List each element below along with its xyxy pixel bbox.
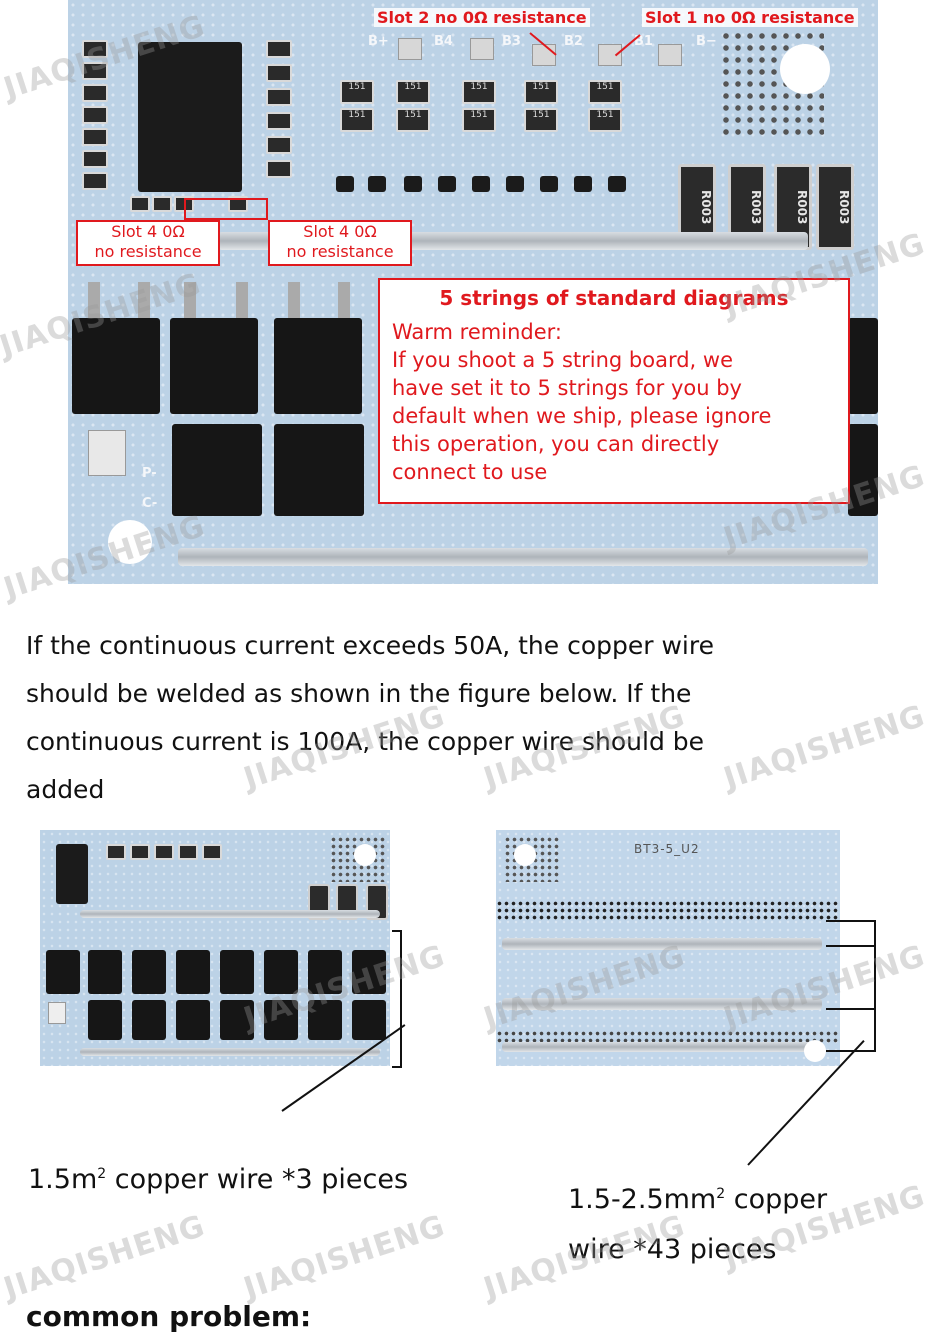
- silk-b2: B2: [564, 34, 583, 49]
- silk-b3: B3: [502, 34, 521, 49]
- slot4-right-label: Slot 4 0Ω no resistance: [268, 220, 412, 266]
- smd-resistor: 151: [396, 108, 430, 132]
- slot2-label: Slot 2 no 0Ω resistance: [374, 8, 590, 27]
- note-body: Warm reminder: If you shoot a 5 string b…: [392, 320, 772, 484]
- smd-resistor: 151: [462, 80, 496, 104]
- mosfet: [274, 424, 364, 516]
- caption-left: 1.5m2 copper wire *3 pieces: [28, 1164, 409, 1195]
- smd-resistor: 151: [588, 108, 622, 132]
- note-title: 5 strings of standard diagrams: [439, 286, 789, 310]
- section-heading: common problem:: [26, 1300, 312, 1333]
- pcb-front-small-photo: [40, 830, 390, 1066]
- silk-b1: B1: [634, 34, 653, 49]
- watermark: JIAQISHENG: [0, 1208, 210, 1307]
- smd-resistor: 151: [340, 108, 374, 132]
- smd-resistor: 151: [396, 80, 430, 104]
- board-back-label: BT3-5_U2: [634, 842, 700, 856]
- caption-right-line2: wire *43 pieces: [568, 1234, 777, 1265]
- mosfet: [172, 424, 262, 516]
- silk-c-minus: C-: [142, 496, 158, 511]
- silk-b-plus: B+: [368, 34, 389, 49]
- bms-ic: [138, 42, 242, 192]
- warm-reminder-box: 5 strings of standard diagrams Warm remi…: [378, 278, 850, 504]
- smd-resistor: 151: [588, 80, 622, 104]
- watermark: JIAQISHENG: [239, 1208, 450, 1307]
- mosfet: [274, 318, 362, 414]
- smd-resistor: 151: [340, 80, 374, 104]
- mosfet: [848, 318, 878, 414]
- mosfet: [170, 318, 258, 414]
- caption-right-line1: 1.5-2.5mm2 copper: [568, 1184, 828, 1215]
- silk-b-minus: B−: [696, 34, 717, 49]
- smd-resistor: 151: [524, 80, 558, 104]
- mosfet: [72, 318, 160, 414]
- instruction-paragraph: If the continuous current exceeds 50A, t…: [26, 631, 714, 804]
- silk-p-minus: P-: [142, 466, 157, 481]
- slot4-left-label: Slot 4 0Ω no resistance: [76, 220, 220, 266]
- mosfet: [848, 424, 878, 516]
- smd-resistor: 151: [524, 108, 558, 132]
- slot4-highlight: [184, 198, 268, 220]
- shunt-resistor: R003: [816, 164, 854, 250]
- silk-b4: B4: [434, 34, 453, 49]
- pcb-back-photo: BT3-5_U2: [496, 830, 840, 1066]
- slot1-label: Slot 1 no 0Ω resistance: [642, 8, 858, 27]
- smd-resistor: 151: [462, 108, 496, 132]
